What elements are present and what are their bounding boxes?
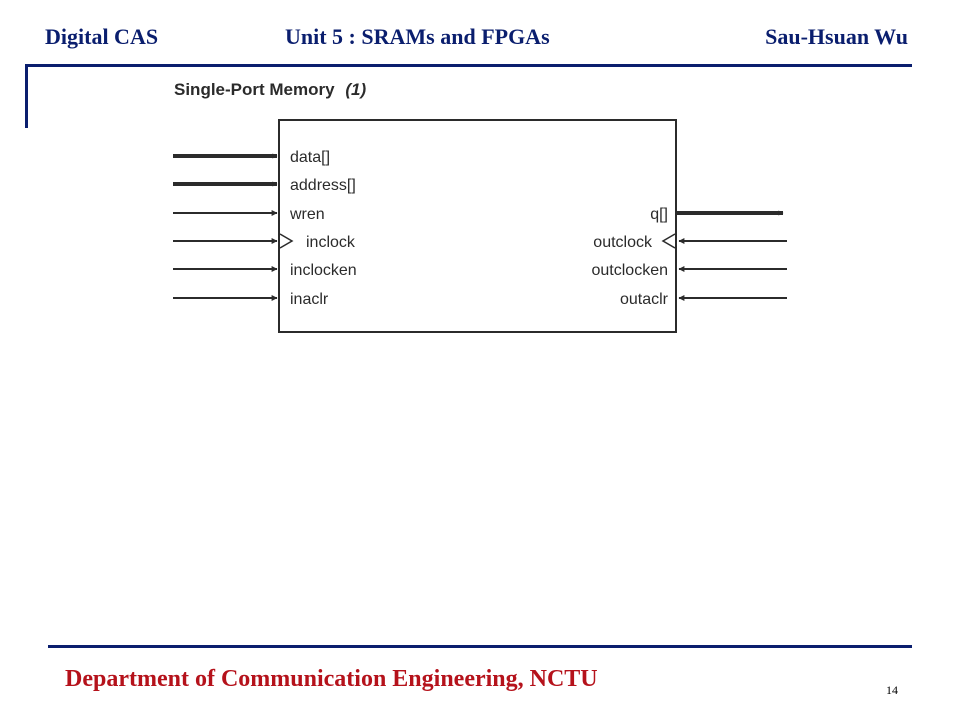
page-number: 14 — [886, 683, 898, 697]
inclock-triangle-icon — [279, 233, 294, 249]
diagram-title-note: (1) — [345, 80, 366, 99]
port-label-inaclr: inaclr — [290, 291, 329, 308]
header-author: Sau-Hsuan Wu — [765, 24, 908, 49]
outclock-triangle-icon — [661, 233, 676, 249]
svg-text:Single-Port Memory (1): Single-Port Memory (1) — [174, 80, 366, 99]
header-unit: Unit 5 : SRAMs and FPGAs — [285, 24, 550, 49]
port-label-inclocken: inclocken — [290, 262, 357, 279]
diagram-title: Single-Port Memory — [174, 80, 335, 99]
port-label-outaclr: outaclr — [620, 291, 669, 308]
port-label-data: data[] — [290, 149, 330, 166]
side-rule — [25, 64, 28, 128]
port-label-address: address[] — [290, 177, 356, 194]
port-label-outclock: outclock — [593, 234, 653, 251]
bottom-rule — [48, 645, 912, 648]
memory-block-diagram: Single-Port Memory (1) data[] address[] … — [173, 80, 787, 333]
port-label-outclocken: outclocken — [592, 262, 669, 279]
footer-department: Department of Communication Engineering,… — [65, 666, 598, 692]
port-label-inclock: inclock — [306, 234, 356, 251]
port-label-q: q[] — [650, 206, 668, 223]
memory-block — [278, 119, 677, 333]
port-label-wren: wren — [289, 206, 325, 223]
header-course: Digital CAS — [45, 24, 159, 49]
top-rule — [27, 64, 912, 67]
